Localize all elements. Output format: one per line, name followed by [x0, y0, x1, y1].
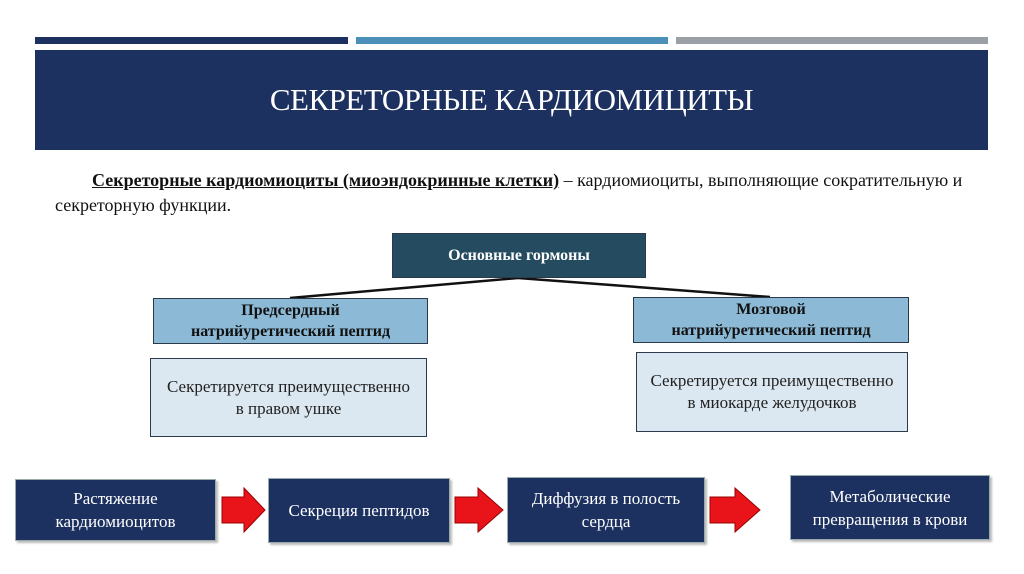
- flow-step-1: Растяжение кардиомиоцитов: [15, 479, 216, 541]
- intro-term: Секреторные кардиомиоциты (миоэндокринны…: [92, 170, 560, 190]
- flow-step-4: Метаболические превращения в крови: [790, 475, 990, 540]
- arrow-icon: [454, 486, 504, 534]
- flow-step-label: Растяжение кардиомиоцитов: [55, 489, 176, 531]
- anp-name-line1: Предсердный: [241, 302, 340, 319]
- flow-step-label: Метаболические превращения в крови: [812, 486, 968, 529]
- intro-definition: – кардиомиоциты, выполняющие сократитель…: [55, 170, 963, 215]
- flow-step-label: Секреция пептидов: [288, 501, 430, 520]
- intro-paragraph: Секреторные кардиомиоциты (миоэндокринны…: [55, 168, 970, 218]
- bnp-description: Секретируется преимущественно в миокарде…: [650, 371, 894, 412]
- accent-bar-navy: [35, 37, 348, 44]
- flow-step-3: Диффузия в полость сердца: [507, 477, 705, 543]
- title-band: СЕКРЕТОРНЫЕ КАРДИОМИЦИТЫ: [35, 50, 988, 150]
- bnp-box: Мозговой натрийуретический пептид: [633, 297, 909, 343]
- arrow-icon: [221, 486, 266, 534]
- connector-left: [289, 276, 519, 300]
- bnp-name-line2: натрийуретический пептид: [671, 322, 871, 339]
- accent-bar-grey: [676, 37, 988, 44]
- bnp-description-box: Секретируется преимущественно в миокарде…: [636, 352, 908, 432]
- slide-title: СЕКРЕТОРНЫЕ КАРДИОМИЦИТЫ: [269, 82, 754, 117]
- root-hormones-box: Основные гормоны: [392, 233, 646, 278]
- flow-step-label: Диффузия в полость сердца: [531, 489, 681, 531]
- root-label: Основные гормоны: [448, 246, 590, 264]
- anp-description: Секретируется преимущественно в правом у…: [167, 376, 410, 418]
- accent-bar-blue: [356, 37, 668, 44]
- connector-right: [517, 276, 771, 299]
- arrow-icon: [709, 486, 761, 534]
- anp-description-box: Секретируется преимущественно в правом у…: [150, 358, 427, 437]
- anp-box: Предсердный натрийуретический пептид: [153, 298, 428, 344]
- bnp-name-line1: Мозговой: [736, 301, 806, 318]
- flow-step-2: Секреция пептидов: [268, 478, 450, 543]
- anp-name-line2: натрийуретический пептид: [190, 323, 391, 340]
